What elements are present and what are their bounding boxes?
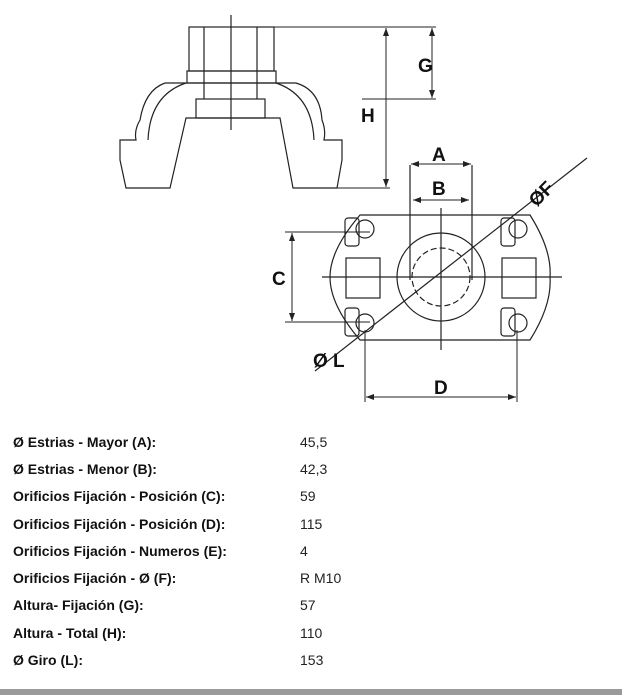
- spec-row: Altura - Total (H): 110: [13, 619, 341, 646]
- spec-value: 57: [300, 597, 316, 614]
- label-H: H: [361, 106, 375, 127]
- label-G: G: [418, 56, 433, 77]
- spec-value: 42,3: [300, 460, 328, 477]
- spec-label: Orificios Fijación - Posición (D):: [13, 515, 226, 532]
- spec-label: Orificios Fijación - Ø (F):: [13, 570, 177, 587]
- spec-row: Orificios Fijación - Posición (D): 115: [13, 510, 341, 537]
- spec-label: Altura- Fijación (G):: [13, 597, 144, 614]
- spec-row: Orificios Fijación - Posición (C): 59: [13, 483, 341, 510]
- spec-row: Ø Giro (L): 153: [13, 646, 341, 673]
- label-D: D: [434, 378, 448, 399]
- spec-value: 4: [300, 542, 308, 559]
- spec-value: 115: [300, 515, 323, 532]
- label-A: A: [432, 145, 446, 166]
- label-F: ØF: [525, 178, 559, 212]
- spec-label: Ø Estrias - Menor (B):: [13, 460, 157, 477]
- spec-row: Altura- Fijación (G): 57: [13, 592, 341, 619]
- spec-label: Orificios Fijación - Numeros (E):: [13, 542, 227, 559]
- label-L: Ø L: [313, 351, 345, 372]
- spec-value: 153: [300, 652, 324, 669]
- spec-value: 59: [300, 488, 316, 505]
- spec-value: 45,5: [300, 433, 328, 450]
- spec-label: Orificios Fijación - Posición (C):: [13, 488, 226, 505]
- specs-table: Ø Estrias - Mayor (A): 45,5 Ø Estrias - M…: [13, 428, 341, 674]
- spec-label: Altura - Total (H):: [13, 624, 127, 641]
- spec-value: R M10: [300, 570, 342, 587]
- front-view: [314, 157, 588, 372]
- spec-row: Orificios Fijación - Ø (F): R M10: [13, 564, 341, 591]
- spec-row: Ø Estrias - Mayor (A): 45,5: [13, 428, 341, 455]
- technical-drawing: G H A B C D Ø L ØF: [119, 15, 588, 402]
- spec-value: 110: [300, 624, 323, 641]
- label-C: C: [272, 269, 286, 290]
- spec-label: Ø Estrias - Mayor (A):: [13, 433, 157, 450]
- label-B: B: [432, 179, 446, 200]
- dimension-G-H: [274, 26, 436, 189]
- bottom-divider: [0, 689, 622, 695]
- spec-label: Ø Giro (L):: [13, 652, 83, 669]
- spec-row: Ø Estrias - Menor (B): 42,3: [13, 455, 341, 482]
- side-view: [119, 15, 343, 189]
- spec-row: Orificios Fijación - Numeros (E): 4: [13, 537, 341, 564]
- dimension-lines: [285, 161, 518, 402]
